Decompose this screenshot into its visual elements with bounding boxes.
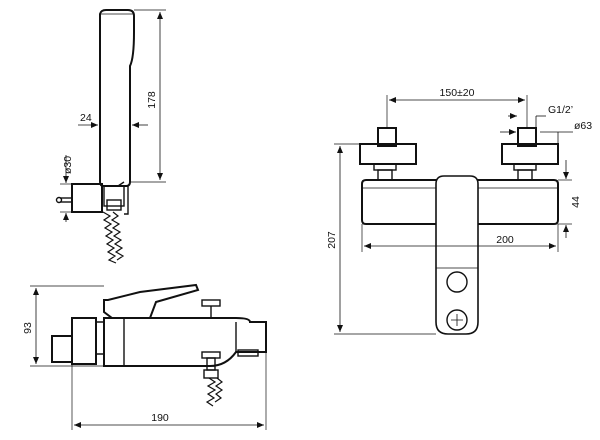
shower-head-view: 178 24 ø30 <box>55 9 166 264</box>
dim-total-height: 207 <box>326 231 338 249</box>
dim-connection-thread: G1/2’ <box>548 104 573 116</box>
mixer-side-view: 93 190 <box>22 283 267 430</box>
mixer-body <box>103 317 267 367</box>
dim-center-distance: 150±20 <box>440 87 475 99</box>
dim-body-width: 200 <box>496 234 514 246</box>
dim-mixer-height: 93 <box>22 322 34 334</box>
dim-body-height: 44 <box>570 196 582 208</box>
front-body <box>361 179 559 225</box>
mixer-lever <box>103 283 200 319</box>
dim-shower-length: 178 <box>146 91 158 109</box>
dim-holder-diameter: ø30 <box>62 156 74 174</box>
hand-shower <box>99 9 135 187</box>
front-lever <box>435 175 479 335</box>
shower-holder <box>71 183 103 213</box>
dim-mixer-depth: 190 <box>151 412 169 424</box>
dim-shower-width: 24 <box>80 112 92 124</box>
dim-flange-diameter: ø63 <box>574 120 592 132</box>
mixer-front-view: 150±20 G1/2’ ø63 44 200 207 <box>326 87 592 335</box>
shower-hose <box>102 211 117 264</box>
